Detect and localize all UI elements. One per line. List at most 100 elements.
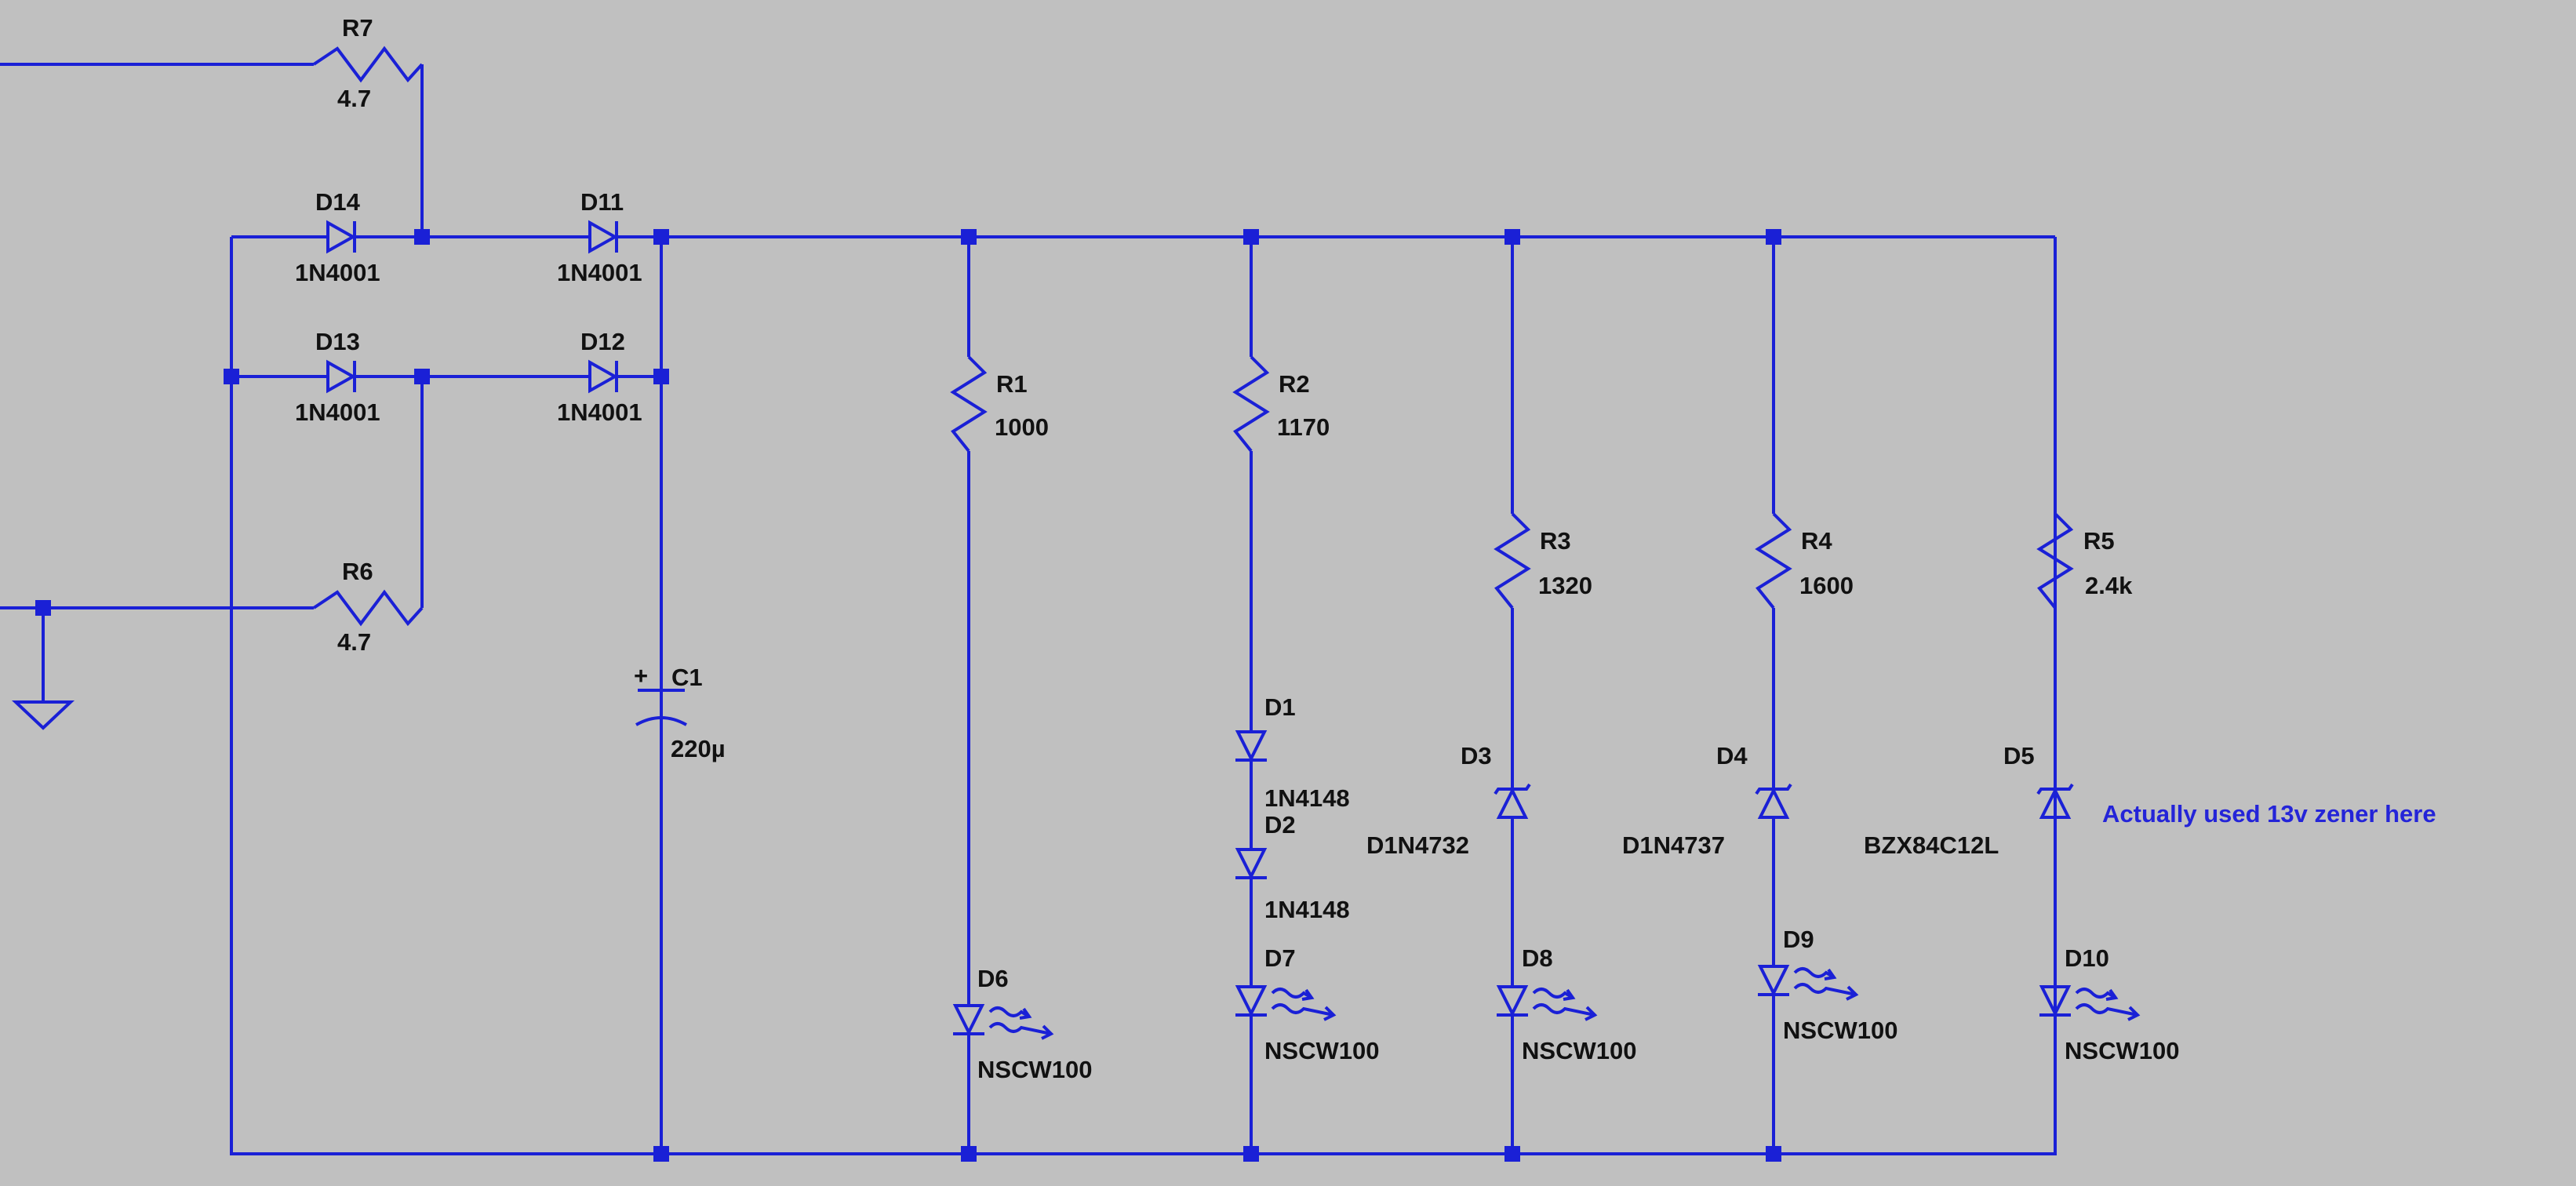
r3-value: 1320 [1538,572,1592,599]
d13-ref: D13 [315,328,360,355]
capacitor-plate-bottom [635,716,687,726]
d9-ref: D9 [1783,926,1814,953]
resistor-symbol [312,589,424,627]
d1-ref: D1 [1264,693,1296,721]
junction-dot [1504,1146,1520,1162]
emission-arrow-icon [1271,1003,1337,1021]
led-symbol [1235,985,1268,1017]
junction-dot [35,600,51,616]
led-d7: D7 NSCW100 [1235,944,1379,1064]
junction-dot [414,229,430,245]
r5-ref: R5 [2083,527,2115,555]
d14-part: 1N4001 [295,259,380,286]
led-symbol [1496,985,1529,1017]
diode-symbol [582,359,629,394]
resistor-symbol [950,355,988,453]
r1-value: 1000 [995,413,1049,441]
led-symbol [1757,965,1790,997]
emission-arrow-icon [1793,983,1859,1001]
diode-d2: D2 1N4148 [1235,811,1350,923]
diode-symbol [1235,730,1268,762]
junction-dot [414,369,430,384]
d11-ref: D11 [580,188,624,216]
led-d8: D8 NSCW100 [1496,944,1636,1064]
ground-icon [11,700,75,730]
c1-polarity: + [634,662,648,689]
d6-ref: D6 [977,965,1009,992]
d10-part: NSCW100 [2065,1037,2179,1064]
diode-d12: D12 1N4001 [557,328,642,426]
resistor-r2: R2 1170 [1232,355,1330,453]
resistor-r5: R5 2.4k [2036,512,2133,609]
resistor-symbol [1232,355,1270,453]
junction-dots [35,229,1781,1162]
diode-d13: D13 1N4001 [295,328,380,426]
led-symbol [2039,985,2072,1017]
emission-arrow-icon [1793,967,1837,980]
d12-part: 1N4001 [557,398,642,426]
c1-value: 220µ [671,735,726,762]
resistor-symbol [312,45,424,83]
r1-ref: R1 [996,370,1028,398]
emission-arrow-icon [2075,988,2119,1001]
d2-part: 1N4148 [1264,896,1350,923]
r7-ref: R7 [342,14,373,42]
junction-dot [653,229,669,245]
zener-d3: D3 D1N4732 [1366,742,1531,859]
zener-symbol [1494,783,1531,819]
junction-dot [1243,229,1259,245]
junction-dot [1766,1146,1781,1162]
diode-d1: D1 1N4148 [1235,693,1350,812]
r3-ref: R3 [1540,527,1571,555]
d8-part: NSCW100 [1522,1037,1636,1064]
led-d9: D9 NSCW100 [1757,926,1897,1044]
d3-part: D1N4732 [1366,831,1469,859]
junction-dot [1504,229,1520,245]
zener-d5: D5 BZX84C12L Actually used 13v zener her… [1864,742,2436,859]
resistor-r6: R6 4.7 [312,558,424,656]
junction-dot [961,229,977,245]
zener-annotation: Actually used 13v zener here [2102,800,2436,828]
junction-dot [1766,229,1781,245]
diode-symbol [1235,848,1268,880]
r2-ref: R2 [1279,370,1310,398]
diode-d11: D11 1N4001 [557,188,642,286]
resistor-r7: R7 4.7 [312,14,424,112]
d6-part: NSCW100 [977,1056,1092,1083]
capacitor-plate-top [638,689,685,720]
r2-value: 1170 [1277,413,1330,441]
d4-part: D1N4737 [1622,831,1725,859]
capacitor-c1: + C1 220µ [634,662,726,762]
zener-symbol [1755,783,1792,819]
r4-ref: R4 [1801,527,1832,555]
emission-arrow-icon [2075,1003,2141,1021]
d10-ref: D10 [2065,944,2109,972]
emission-arrow-icon [1271,988,1315,1001]
r7-value: 4.7 [337,85,371,112]
emission-arrow-icon [1532,988,1576,1001]
emission-arrow-icon [988,1006,1032,1020]
d11-part: 1N4001 [557,259,642,286]
emission-arrow-icon [988,1022,1054,1040]
r6-ref: R6 [342,558,373,585]
r6-value: 4.7 [337,628,371,656]
junction-dot [224,369,239,384]
d4-ref: D4 [1716,742,1748,769]
resistor-symbol [2036,512,2074,609]
wires [0,63,2057,1155]
r4-value: 1600 [1799,572,1854,599]
emission-arrow-icon [1532,1003,1598,1021]
zener-d4: D4 D1N4737 [1622,742,1792,859]
junction-dot [653,369,669,384]
resistor-symbol [1494,512,1531,609]
d8-ref: D8 [1522,944,1553,972]
wire-negative-rail [230,237,2057,1155]
resistor-symbol [1755,512,1792,609]
diode-symbol [320,359,367,394]
d14-ref: D14 [315,188,361,216]
d1-part: 1N4148 [1264,784,1350,812]
d7-ref: D7 [1264,944,1296,972]
diode-d14: D14 1N4001 [295,188,380,286]
